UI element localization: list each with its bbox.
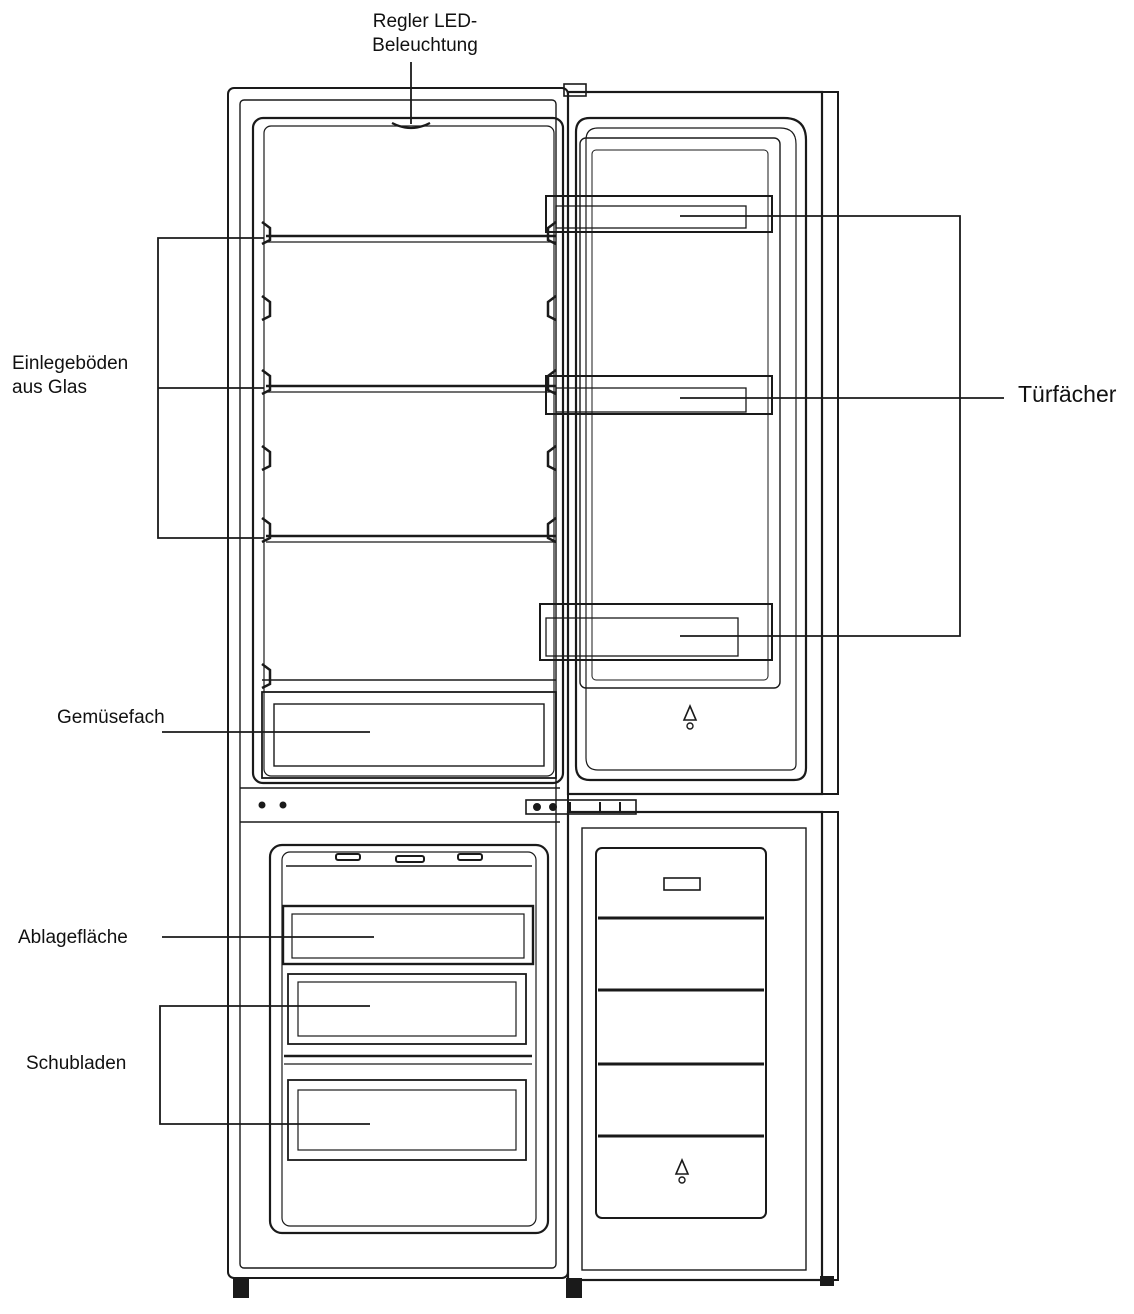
fridge-door [566,90,839,796]
label-crisper: Gemüsefach [57,707,165,728]
door-bin [539,603,773,661]
glass-shelf [266,534,556,543]
top-hinge [563,83,587,97]
glass-shelf [266,384,556,393]
crisper-drawer [261,679,557,779]
door-bin [545,375,773,415]
leader-shelves [157,237,264,539]
door-bins [539,195,773,661]
leader-door-bins [680,215,1004,637]
label-shelves-line-1: Einlegeböden [12,353,129,374]
shelf-supports [261,221,557,690]
glass-shelves [266,234,556,543]
label-drawers: Schubladen [26,1053,127,1074]
led-control [391,122,431,130]
label-glass-shelves: Einlegeböden aus Glas [12,352,128,400]
label-storage-tray: Ablagefläche [18,927,128,948]
cabinet-body [227,87,569,1279]
control-strip [525,799,637,815]
label-led-line-2: Beleuchtung [372,35,478,56]
label-led-control: Regler LED- Beleuchtung [330,10,520,58]
leader-lines [157,62,1004,1125]
freezer-drawers [284,973,532,1161]
freezer-compartment [268,843,550,1235]
leader-drawers [159,1005,370,1125]
fridge-compartment [251,116,565,785]
freezer-drawer [287,1079,527,1161]
glass-shelf [266,234,556,243]
middle-divider [240,787,560,823]
label-shelves-line-2: aus Glas [12,377,87,398]
freezer-drawer [287,973,527,1045]
label-door-bins: Türfächer [1018,381,1117,407]
freezer-door [566,810,839,1282]
storage-tray [281,904,535,966]
door-bin [545,195,773,233]
label-led-line-1: Regler LED- [372,11,478,32]
